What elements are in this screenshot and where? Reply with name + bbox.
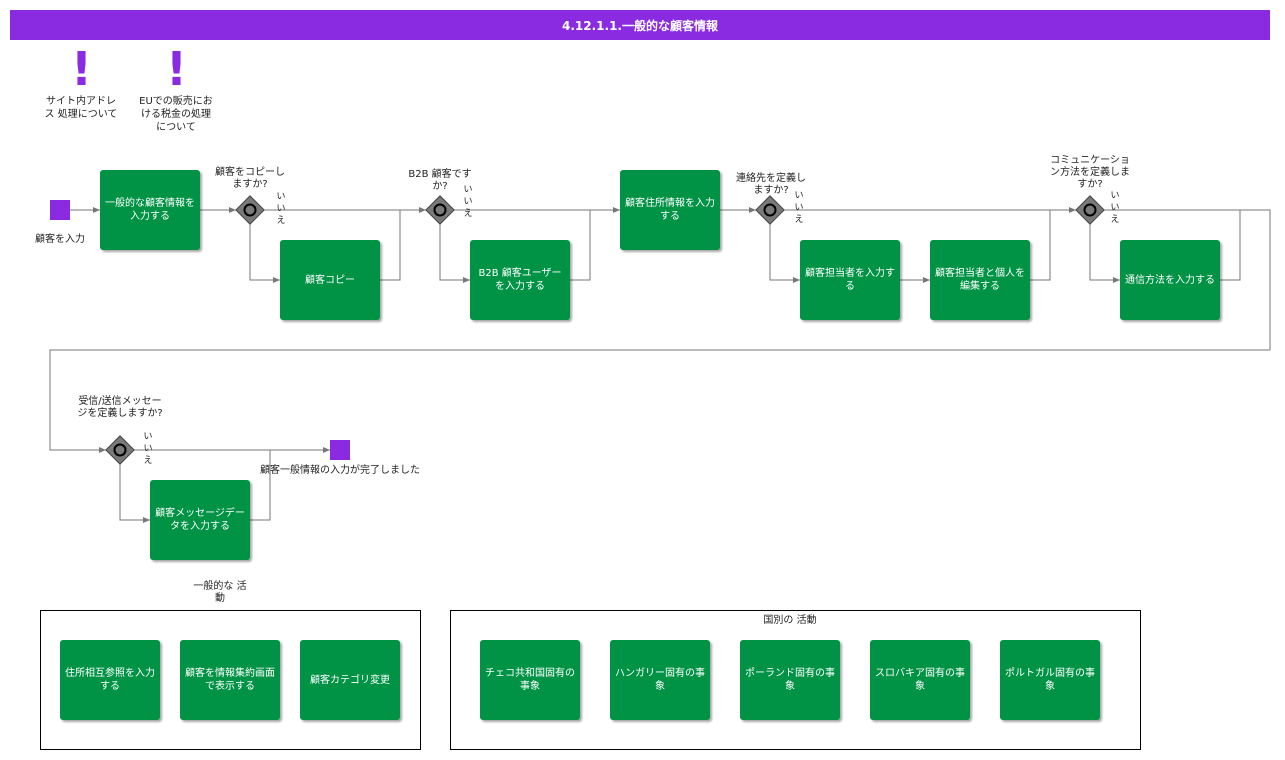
gateway-g5 (105, 435, 135, 465)
start-event[interactable] (50, 200, 70, 220)
flow-t7-merge (1220, 210, 1241, 281)
gateway-g1 (235, 195, 265, 225)
task-enter-comm-method[interactable]: 通信方法を入力する (1120, 240, 1220, 320)
country-group-label: 国別の 活動 (763, 615, 817, 626)
gateway-g3 (755, 195, 785, 225)
task-enter-general-info[interactable]: 一般的な顧客情報を入力する (100, 170, 200, 250)
gateway-g4 (1075, 195, 1105, 225)
start-event-label: 顧客を入力 (35, 234, 85, 245)
gateway-g5-no-label: いいえ (143, 432, 153, 466)
general-activities-group (40, 610, 421, 750)
gateway-g5-question: 受信/送信メッセージを定義しますか? (77, 396, 163, 419)
task-edit-contact-person[interactable]: 顧客担当者と個人を編集する (930, 240, 1030, 320)
task-slovakia-specific[interactable]: スロバキア固有の事象 (870, 640, 970, 720)
flow-t8-merge (250, 450, 271, 521)
end-event[interactable] (330, 440, 350, 460)
gateway-g1-question: 顧客をコピーしますか? (215, 167, 285, 190)
task-czech-specific[interactable]: チェコ共和国固有の事象 (480, 640, 580, 720)
flow-g1-yes (249, 224, 280, 283)
note-eu-tax: EUでの販売における税金の処理について (139, 96, 213, 133)
gateway-g1-no-label: いいえ (276, 192, 286, 226)
end-event-label: 顧客一般情報の入力が完了しました (260, 465, 420, 476)
task-enter-address[interactable]: 顧客住所情報を入力する (620, 170, 720, 250)
flow-g4-no (1104, 209, 1271, 350)
task-poland-specific[interactable]: ポーランド固有の事象 (740, 640, 840, 720)
gateway-g4-question: コミュニケーション方法を定義しますか? (1050, 155, 1130, 190)
flow-g3-yes (769, 224, 800, 283)
flow-g5-yes (119, 464, 150, 523)
flow-g2-yes (439, 224, 470, 283)
exclamation-icon: ! (166, 42, 187, 96)
diagram-title: 4.12.1.1.一般的な顧客情報 (10, 10, 1270, 40)
note-site-address: サイト内アドレス 処理について (44, 96, 118, 120)
flow-t2-merge (380, 207, 426, 281)
task-customer-overview[interactable]: 顧客を情報集約画面で表示する (180, 640, 280, 720)
country-activities-group (450, 610, 1141, 750)
gateway-g3-no-label: いいえ (794, 191, 804, 225)
task-hungary-specific[interactable]: ハンガリー固有の事象 (610, 640, 710, 720)
flow-wrap (49, 349, 1270, 453)
general-group-label: 一般的な 活動 (193, 581, 247, 604)
flow-t6-merge (1030, 210, 1051, 281)
gateway-g2 (425, 195, 455, 225)
task-change-customer-category[interactable]: 顧客カテゴリ変更 (300, 640, 400, 720)
task-enter-message-data[interactable]: 顧客メッセージデータを入力する (150, 480, 250, 560)
gateways (105, 195, 1105, 465)
flow-g4-yes (1089, 224, 1120, 283)
task-copy-customer[interactable]: 顧客コピー (280, 240, 380, 320)
gateway-g4-no-label: いいえ (1110, 191, 1120, 225)
flow-t3-merge (570, 210, 591, 281)
task-enter-b2b-user[interactable]: B2B 顧客ユーザーを入力する (470, 240, 570, 320)
task-portugal-specific[interactable]: ポルトガル固有の事象 (1000, 640, 1100, 720)
gateway-g3-question: 連絡先を定義しますか? (736, 173, 806, 196)
task-address-cross-reference[interactable]: 住所相互参照を入力する (60, 640, 160, 720)
gateway-g2-no-label: いいえ (463, 185, 473, 219)
task-enter-contact[interactable]: 顧客担当者を入力する (800, 240, 900, 320)
exclamation-icon: ! (71, 42, 92, 96)
gateway-g2-question: B2B 顧客ですか? (408, 169, 472, 192)
